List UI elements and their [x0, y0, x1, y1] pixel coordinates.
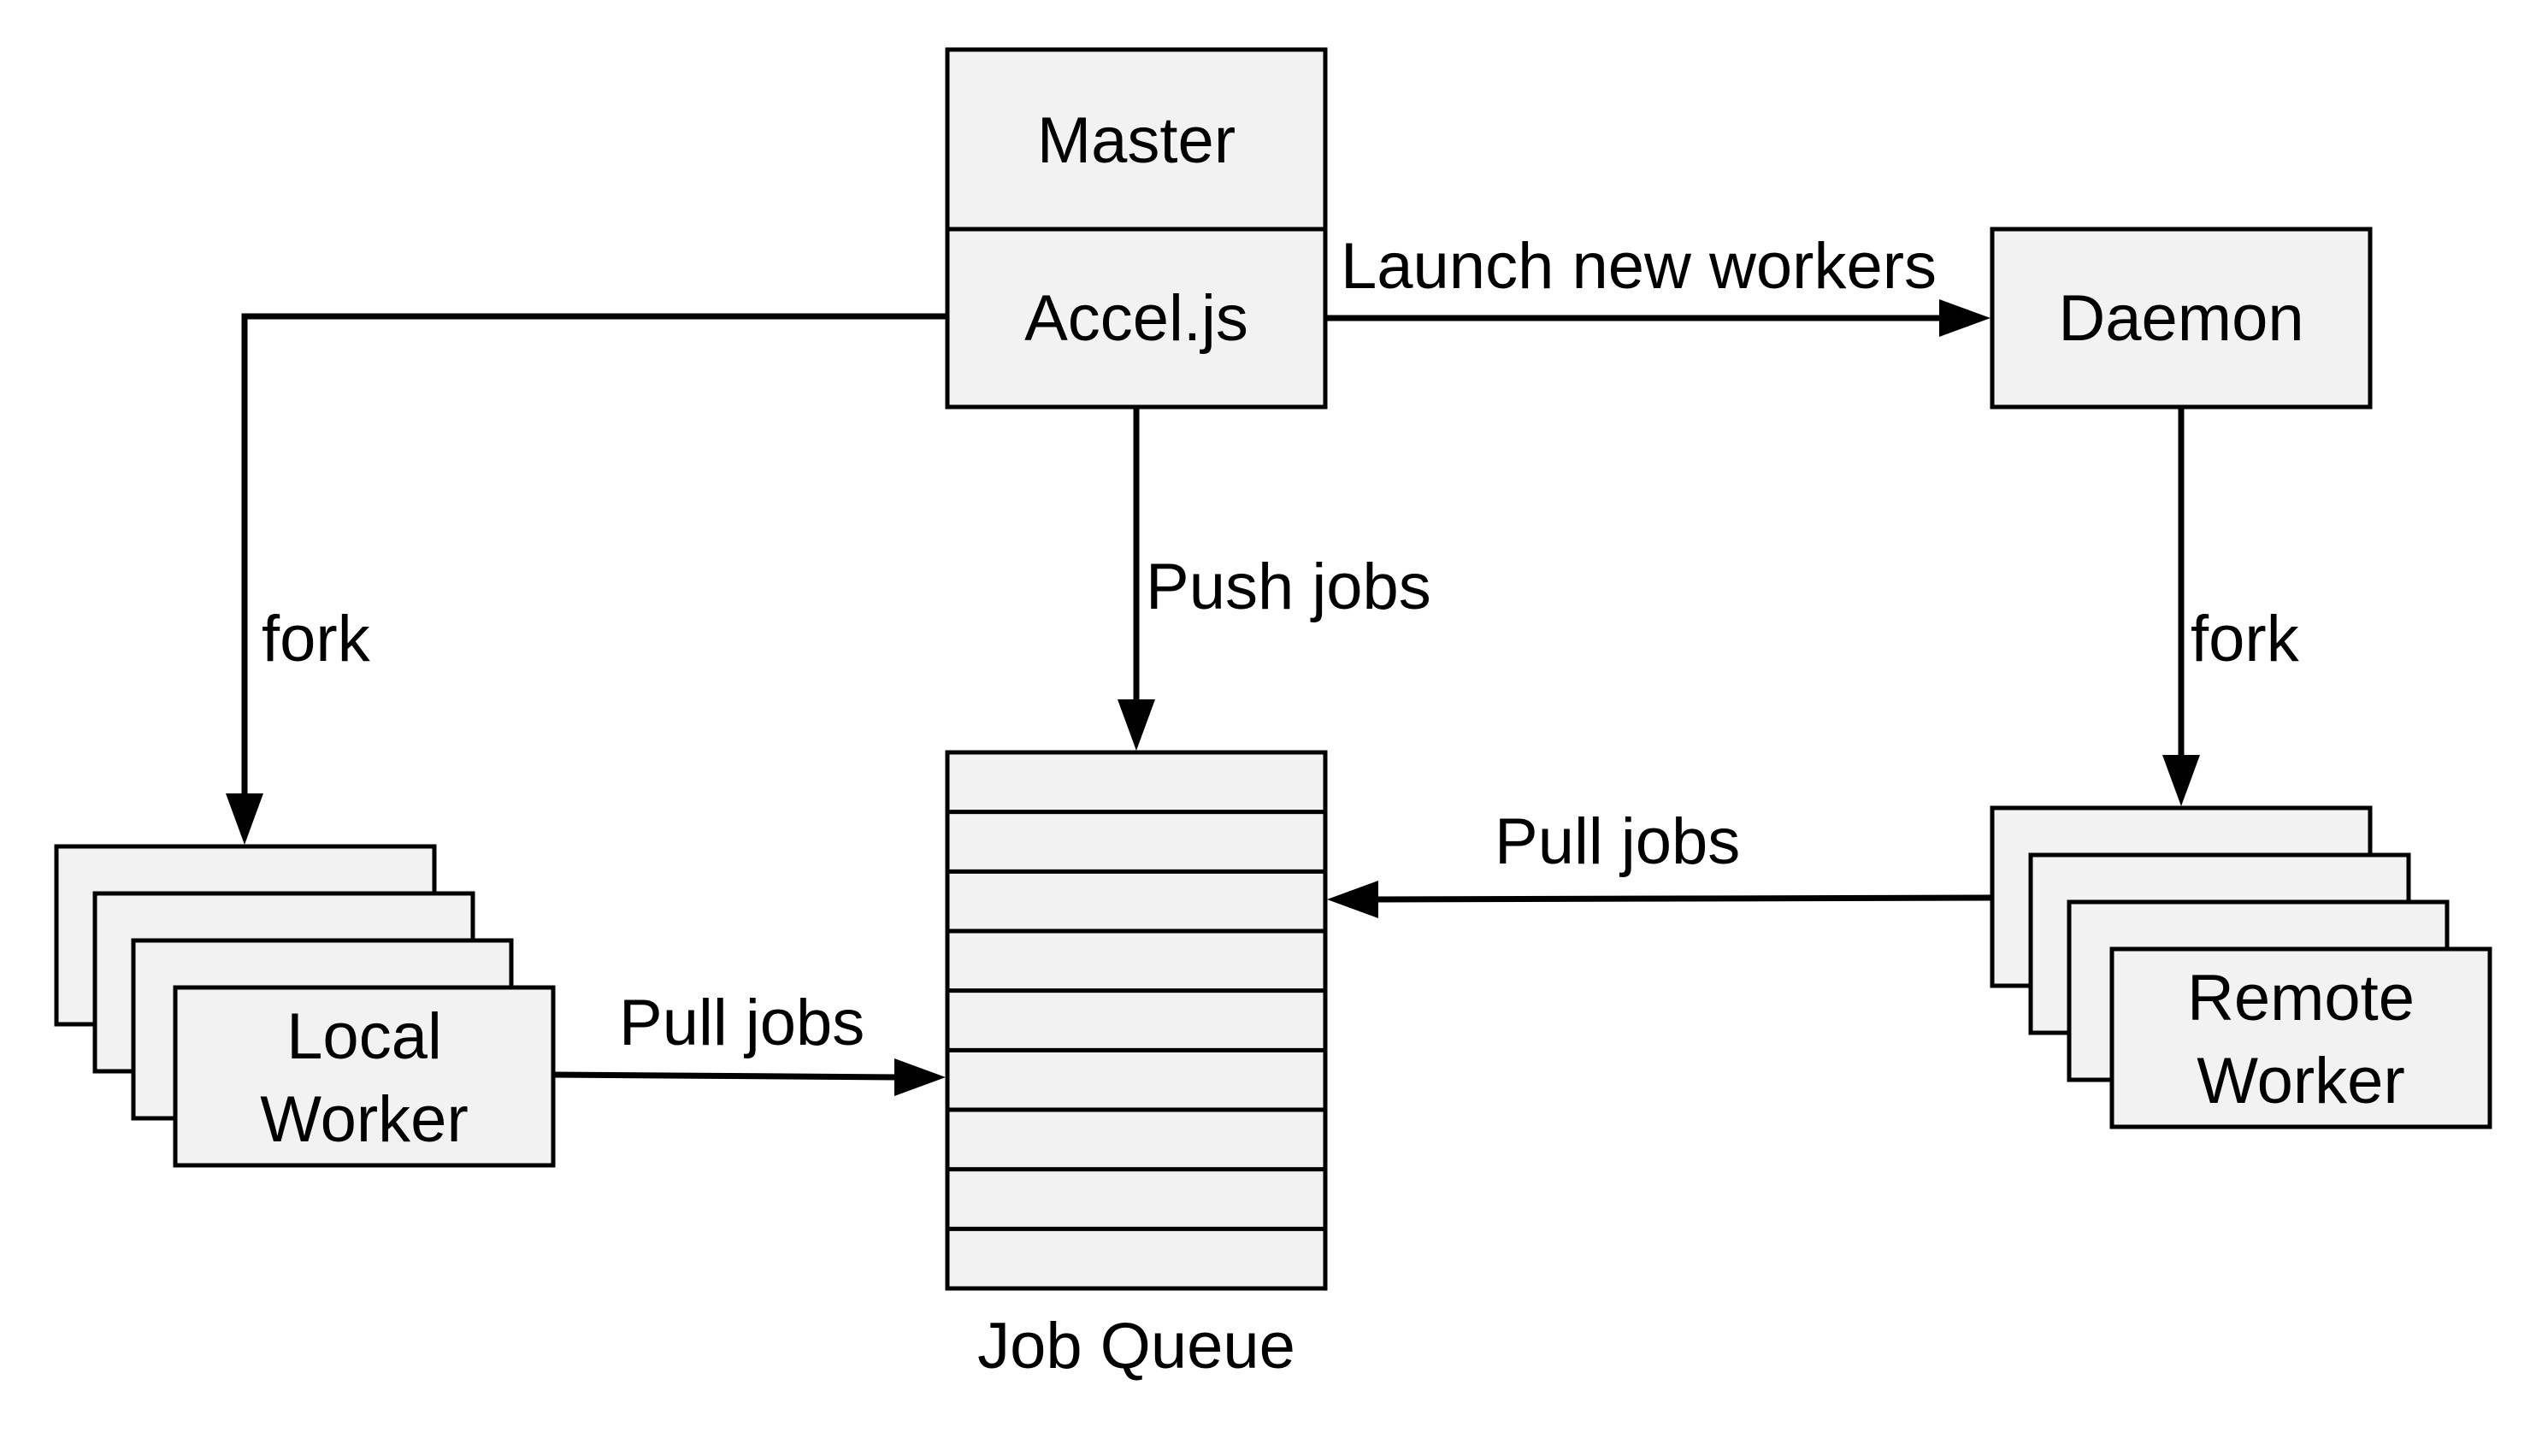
- push-jobs-label: Push jobs: [1146, 551, 1431, 623]
- remote-worker-label-line2: Worker: [2197, 1045, 2405, 1117]
- daemon-node: Daemon: [1990, 227, 2373, 410]
- local-worker-stack: Local Worker: [54, 844, 556, 1168]
- launch-arrowhead-icon: [1939, 299, 1990, 337]
- edge-fork-local: fork: [226, 313, 947, 845]
- job-queue-box: [945, 750, 1328, 1291]
- edge-pull-jobs-local: Pull jobs: [552, 987, 946, 1096]
- remote-worker-card-front: [2109, 946, 2492, 1129]
- pull-jobs-local-label: Pull jobs: [619, 987, 864, 1059]
- remote-worker-label-line1: Remote: [2187, 962, 2415, 1035]
- master-node: Master Accel.js: [945, 47, 1328, 410]
- pull-local-arrowhead-icon: [894, 1058, 946, 1096]
- pull-jobs-remote-label: Pull jobs: [1495, 805, 1740, 878]
- pull-local-arrow-line: [552, 1071, 901, 1081]
- job-queue-label: Job Queue: [977, 1310, 1295, 1382]
- daemon-box: [1990, 227, 2373, 410]
- master-box: [945, 47, 1328, 232]
- local-worker-label-line1: Local: [286, 1000, 442, 1073]
- fork-local-arrowhead-icon: [226, 793, 263, 845]
- local-worker-label-line2: Worker: [260, 1083, 469, 1156]
- edge-pull-jobs-remote: Pull jobs: [1327, 805, 1993, 918]
- pull-remote-arrow-line: [1371, 894, 1993, 903]
- fork-remote-label: fork: [2191, 603, 2300, 675]
- launch-new-workers-label: Launch new workers: [1341, 230, 1937, 303]
- fork-local-label: fork: [262, 603, 371, 675]
- edge-launch-new-workers: Launch new workers: [1325, 230, 1990, 337]
- acceljs-box: [945, 227, 1328, 410]
- remote-worker-stack: Remote Worker: [1990, 805, 2492, 1129]
- push-arrowhead-icon: [1118, 699, 1155, 751]
- acceljs-label: Accel.js: [1024, 282, 1248, 355]
- edge-push-jobs: Push jobs: [1118, 407, 1431, 751]
- fork-local-arrow-line: [241, 313, 947, 799]
- fork-remote-arrowhead-icon: [2162, 755, 2200, 806]
- local-worker-card-front: [173, 985, 556, 1168]
- pull-remote-arrowhead-icon: [1327, 881, 1378, 918]
- edge-fork-remote: fork: [2162, 407, 2300, 806]
- daemon-label: Daemon: [2058, 282, 2303, 355]
- job-queue-slots: [947, 810, 1325, 1231]
- master-label: Master: [1037, 104, 1236, 177]
- job-queue: Job Queue: [945, 750, 1328, 1382]
